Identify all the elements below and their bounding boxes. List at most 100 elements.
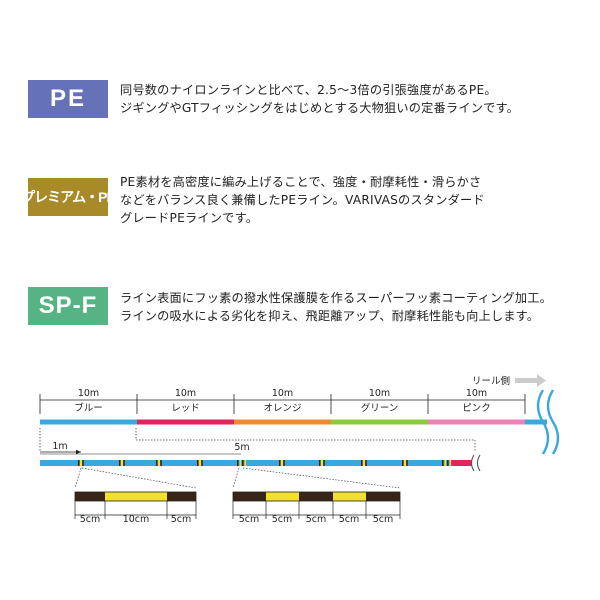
segment-color-label: ピンク — [462, 403, 491, 414]
spf-description: ライン表面にフッ素の撥水性保護膜を作るスーパーフッ素コーティング加工。 ラインの… — [120, 289, 580, 325]
spf-badge: SP-F — [28, 287, 108, 325]
marker-1m-dark — [160, 460, 162, 466]
dim-5m-label: 5m — [234, 442, 249, 453]
line-segment-2 — [137, 419, 234, 425]
marker-1m-dark — [279, 460, 281, 466]
marker-5m-stripe — [442, 460, 444, 466]
premium-desc-line: などをバランス良く兼備したPEライン。VARIVASのスタンダード — [120, 193, 485, 207]
marker-1m-dark — [197, 460, 199, 466]
reel-arrow-icon — [537, 374, 546, 387]
marker-5m-stripe — [242, 460, 244, 466]
detail-outline — [74, 491, 197, 502]
marker-1m-yellow — [403, 460, 407, 466]
marker-5m-stripe — [444, 460, 447, 466]
marker-1m-dark — [283, 460, 285, 466]
detail-band — [366, 492, 400, 501]
marker-1m-dark — [319, 460, 321, 466]
marker-1m-yellow — [362, 460, 366, 466]
line-segment-5 — [428, 419, 525, 425]
detail-left-label: 5cm — [171, 514, 192, 525]
marker-dimensions: 1m 5m — [40, 441, 250, 455]
line-segment-3 — [234, 419, 331, 425]
marker-1m-dark — [156, 460, 158, 466]
marker-1m-yellow — [79, 460, 83, 466]
zoom-guide — [135, 428, 476, 452]
detail-band — [75, 492, 105, 501]
zoomed-blue-line — [40, 454, 481, 472]
detail-right-label: 5cm — [373, 514, 394, 525]
detail-band — [167, 492, 196, 501]
top-color-line — [40, 419, 547, 425]
marker-1m-dark — [361, 460, 363, 466]
detail-left-label: 10cm — [123, 514, 150, 525]
detail-5m-marker: 5cm 5cm 5cm 5cm 5cm — [232, 467, 401, 525]
marker-1m-dark — [82, 460, 84, 466]
detail-band — [299, 492, 333, 501]
line-segment-4 — [331, 419, 428, 425]
line-segment-1 — [40, 419, 137, 425]
line-color-diagram: リール側 10m ブルー 10m レッド 10m オレンジ 10m グリーン 10m ピンク 1m… — [39, 374, 560, 525]
marker-1m-yellow — [157, 460, 161, 466]
spool-wave — [546, 389, 560, 455]
segment-length-label: 10m — [78, 388, 99, 399]
segment-length-label: 10m — [369, 388, 390, 399]
zoom-line-red-start — [450, 460, 472, 466]
detail-right-label: 5cm — [272, 514, 293, 525]
dim-1m-label: 1m — [52, 441, 67, 452]
premium-pe-badge: プレミアム・PE — [28, 178, 108, 216]
detail-left-label: 5cm — [80, 514, 101, 525]
spool-wave — [536, 389, 550, 455]
detail-guide — [81, 467, 197, 489]
marker-1m-yellow — [120, 460, 124, 466]
detail-outline — [232, 491, 401, 502]
marker-5m-stripe — [244, 460, 247, 466]
detail-guide — [242, 467, 401, 489]
segment-length-label: 10m — [466, 388, 487, 399]
pe-desc-line: ジギングやGTフィッシングをはじめとする大物狙いの定番ラインです。 — [120, 101, 520, 115]
marker-1m-dark — [123, 460, 125, 466]
detail-band — [105, 492, 167, 501]
cut-mark — [470, 454, 475, 472]
pe-badge: PE — [28, 80, 108, 118]
marker-5m-stripe — [449, 460, 452, 466]
line-segment-spool — [525, 419, 547, 425]
spf-desc-line: ラインの吸水による劣化を抑え、飛距離アップ、耐摩耗性能も向上します。 — [120, 309, 540, 323]
detail-1m-marker: 5cm 10cm 5cm — [74, 467, 197, 525]
detail-right-label: 5cm — [239, 514, 260, 525]
pe-description: 同号数のナイロンラインと比べて、2.5～3倍の引張強度があるPE。 ジギングやG… — [120, 81, 580, 117]
detail-guide — [74, 467, 82, 489]
marker-1m-dark — [78, 460, 80, 466]
segment-color-label: ブルー — [74, 402, 103, 414]
cut-mark — [476, 454, 481, 472]
segment-color-label: グリーン — [361, 402, 399, 414]
marker-1m-dark — [119, 460, 121, 466]
spf-desc-line: ライン表面にフッ素の撥水性保護膜を作るスーパーフッ素コーティング加工。 — [120, 291, 552, 305]
detail-right-label: 5cm — [339, 514, 360, 525]
detail-guide — [232, 467, 240, 489]
marker-1m-dark — [201, 460, 203, 466]
marker-1m-dark — [365, 460, 367, 466]
segment-length-label: 10m — [175, 388, 196, 399]
detail-band — [333, 492, 366, 501]
marker-5m-stripe — [239, 460, 242, 466]
detail-right-label: 5cm — [306, 514, 327, 525]
segment-color-label: レッド — [171, 403, 200, 414]
segment-color-label: オレンジ — [263, 403, 301, 414]
detail-band — [233, 492, 266, 501]
marker-1m-yellow — [198, 460, 202, 466]
reel-side-label: リール側 — [472, 375, 510, 387]
premium-desc-line: PE素材を高密度に編み上げることで、強度・耐摩耗性・滑らかさ — [120, 175, 482, 189]
segment-dimensions: 10m ブルー 10m レッド 10m オレンジ 10m グリーン 10m ピンク — [39, 388, 526, 414]
marker-1m-yellow — [280, 460, 284, 466]
premium-pe-description: PE素材を高密度に編み上げることで、強度・耐摩耗性・滑らかさ などをバランス良く… — [120, 173, 580, 227]
reel-arrow-shaft — [515, 378, 537, 383]
premium-desc-line: グレードPEラインです。 — [120, 211, 259, 225]
segment-length-label: 10m — [272, 388, 293, 399]
marker-1m-dark — [406, 460, 408, 466]
marker-1m-dark — [402, 460, 404, 466]
detail-band — [266, 492, 299, 501]
marker-1m-yellow — [320, 460, 324, 466]
marker-5m-stripe — [237, 460, 239, 466]
marker-5m-stripe — [447, 460, 449, 466]
pe-desc-line: 同号数のナイロンラインと比べて、2.5～3倍の引張強度があるPE。 — [120, 83, 497, 97]
